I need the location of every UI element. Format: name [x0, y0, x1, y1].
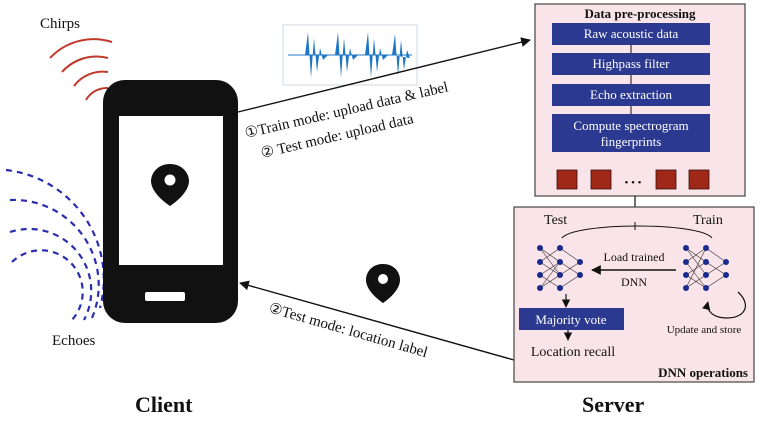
location-pin-icon — [366, 264, 400, 303]
majority-vote-box — [519, 308, 624, 330]
location-pin-icon — [151, 164, 189, 206]
step-raw-box — [552, 23, 710, 45]
dnn-panel: Test Train — [513, 206, 755, 383]
step-echo-box — [552, 84, 710, 106]
test-network — [537, 245, 583, 291]
step-spectrogram-label-1: Compute spectrogram — [573, 118, 688, 133]
preprocessing-panel: Data pre-processing Raw acoustic data Hi… — [534, 3, 746, 197]
preprocessing-title: Data pre-processing — [584, 6, 696, 21]
chirp-waves — [49, 38, 113, 101]
load-trained-label-1: Load trained — [604, 250, 665, 264]
update-loop-arrow — [702, 291, 747, 319]
location-recall-label: Location recall — [531, 345, 615, 360]
step-spectrogram-label-2: fingerprints — [601, 134, 662, 149]
smartphone — [103, 80, 238, 323]
step-highpass-box — [552, 53, 710, 75]
spectrogram-thumbnails — [556, 169, 710, 190]
test-mode-label: ②Test mode: location label — [267, 300, 429, 361]
dnn-title: DNN operations — [658, 365, 748, 380]
server-label: Server — [582, 392, 645, 417]
majority-vote-label: Majority vote — [535, 312, 606, 327]
load-trained-label-2: DNN — [621, 275, 647, 289]
upload-arrow — [237, 37, 531, 113]
return-arrow — [239, 280, 515, 361]
client-label: Client — [135, 392, 193, 417]
step-raw-label: Raw acoustic data — [584, 26, 679, 41]
train-network — [683, 245, 729, 291]
test-train-curve — [561, 225, 713, 239]
dnn-test-label: Test — [544, 213, 567, 228]
step-spectrogram-box — [552, 114, 710, 152]
step-echo-label: Echo extraction — [590, 87, 672, 102]
dnn-train-label: Train — [693, 213, 723, 228]
update-store-label: Update and store — [667, 324, 742, 336]
echoes-label: Echoes — [52, 333, 95, 349]
chirps-label: Chirps — [40, 16, 80, 32]
echo-waves — [5, 168, 105, 323]
step-highpass-label: Highpass filter — [593, 56, 671, 71]
spectrogram-ellipsis: • • • — [624, 177, 641, 189]
waveform-thumbnail — [282, 24, 418, 86]
